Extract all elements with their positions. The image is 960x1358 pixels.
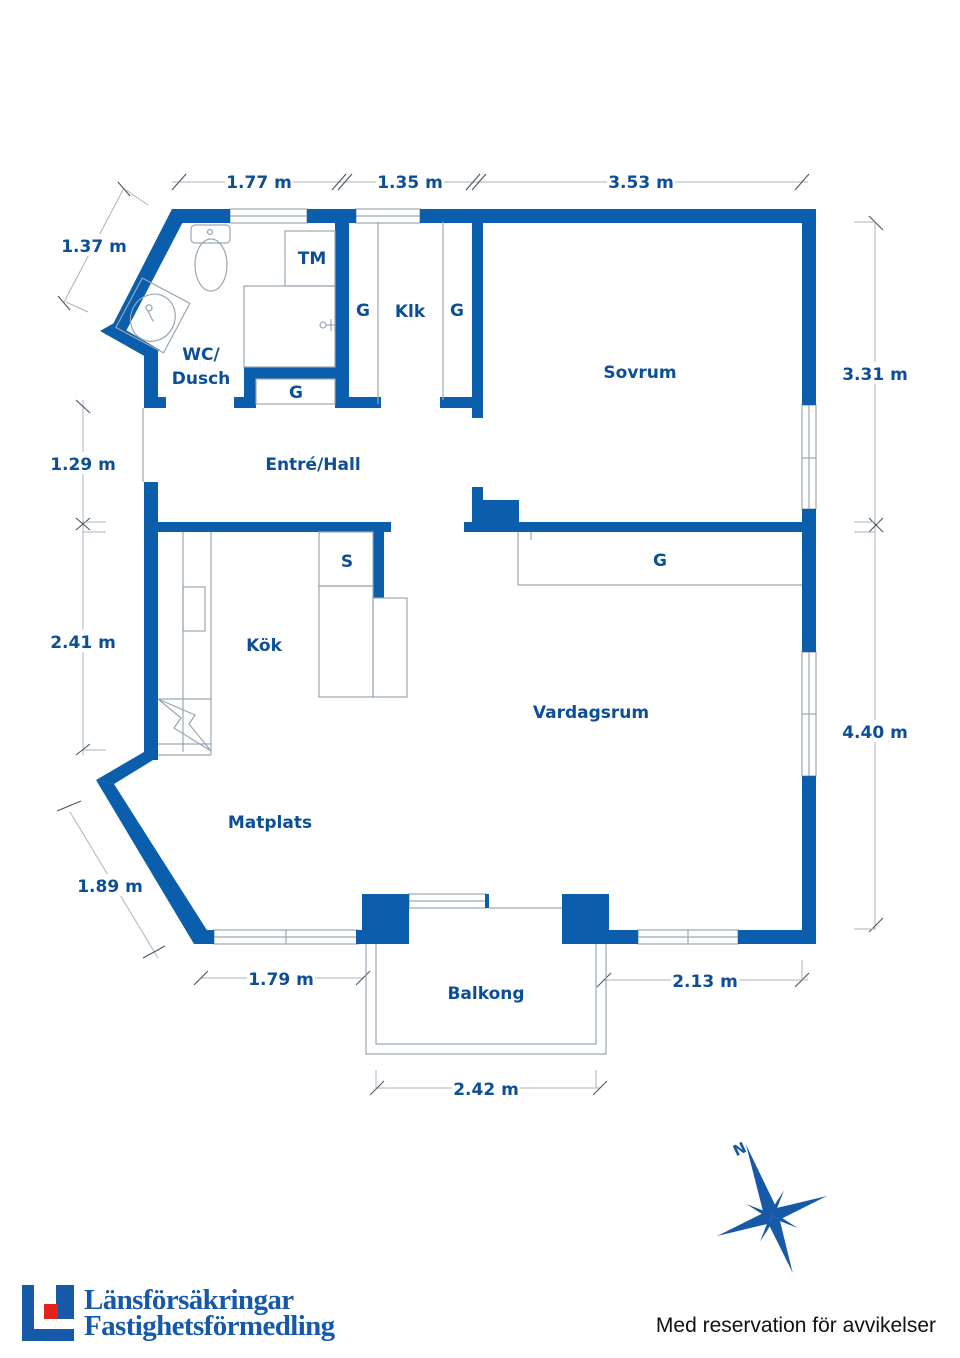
dim-right-1: 3.31 m <box>842 365 908 385</box>
compass-rose-icon <box>717 1144 827 1273</box>
compass-north-label: N <box>730 1139 749 1161</box>
dimension-labels: 1.77 m 1.35 m 3.53 m 1.37 m 1.29 m 2.41 … <box>50 170 909 1100</box>
logo-mark-icon <box>22 1285 74 1341</box>
room-label-s: S <box>341 552 353 572</box>
dim-top-3: 3.53 m <box>608 173 674 193</box>
room-label-balkong: Balkong <box>447 984 524 1004</box>
dim-balkong-width: 2.42 m <box>453 1080 519 1100</box>
room-label-g-bath: G <box>289 383 303 403</box>
room-labels: WC/ Dusch TM G G Klk G Sovrum Entré/Hall… <box>172 249 677 1004</box>
dim-top-1: 1.77 m <box>226 173 292 193</box>
logo-wordmark: Länsförsäkringar Fastighetsförmedling <box>84 1284 335 1342</box>
room-label-klk: Klk <box>395 302 426 322</box>
disclaimer-text: Med reservation för avvikelser <box>655 1314 936 1337</box>
room-label-vardagsrum: Vardagsrum <box>533 703 649 723</box>
dim-left-2: 2.41 m <box>50 633 116 653</box>
room-label-g-vardag: G <box>653 551 667 571</box>
room-label-dusch: Dusch <box>172 369 231 389</box>
room-label-sovrum: Sovrum <box>603 363 676 383</box>
fixtures <box>115 222 802 1055</box>
company-logo: Länsförsäkringar Fastighetsförmedling <box>22 1284 335 1342</box>
dim-bottom-2: 2.13 m <box>672 972 738 992</box>
windows <box>213 208 817 945</box>
dim-top-2: 1.35 m <box>377 173 443 193</box>
dim-bottom-1: 1.79 m <box>248 970 314 990</box>
logo-line-2: Fastighetsförmedling <box>84 1310 335 1342</box>
dim-right-2: 4.40 m <box>842 723 908 743</box>
room-label-wc: WC/ <box>182 345 220 365</box>
dim-left-1: 1.29 m <box>50 455 116 475</box>
room-label-g-klk-left: G <box>356 301 370 321</box>
dimension-lines <box>56 173 884 1096</box>
room-label-entre: Entré/Hall <box>265 455 360 475</box>
room-label-kok: Kök <box>246 636 283 656</box>
dim-diag-top: 1.37 m <box>61 237 127 257</box>
room-label-tm: TM <box>298 249 327 269</box>
room-label-matplats: Matplats <box>228 813 312 833</box>
logo-line-1: Länsförsäkringar <box>84 1284 294 1316</box>
dim-diag-bottom: 1.89 m <box>77 877 143 897</box>
room-label-g-klk-right: G <box>450 301 464 321</box>
walls <box>96 209 816 944</box>
